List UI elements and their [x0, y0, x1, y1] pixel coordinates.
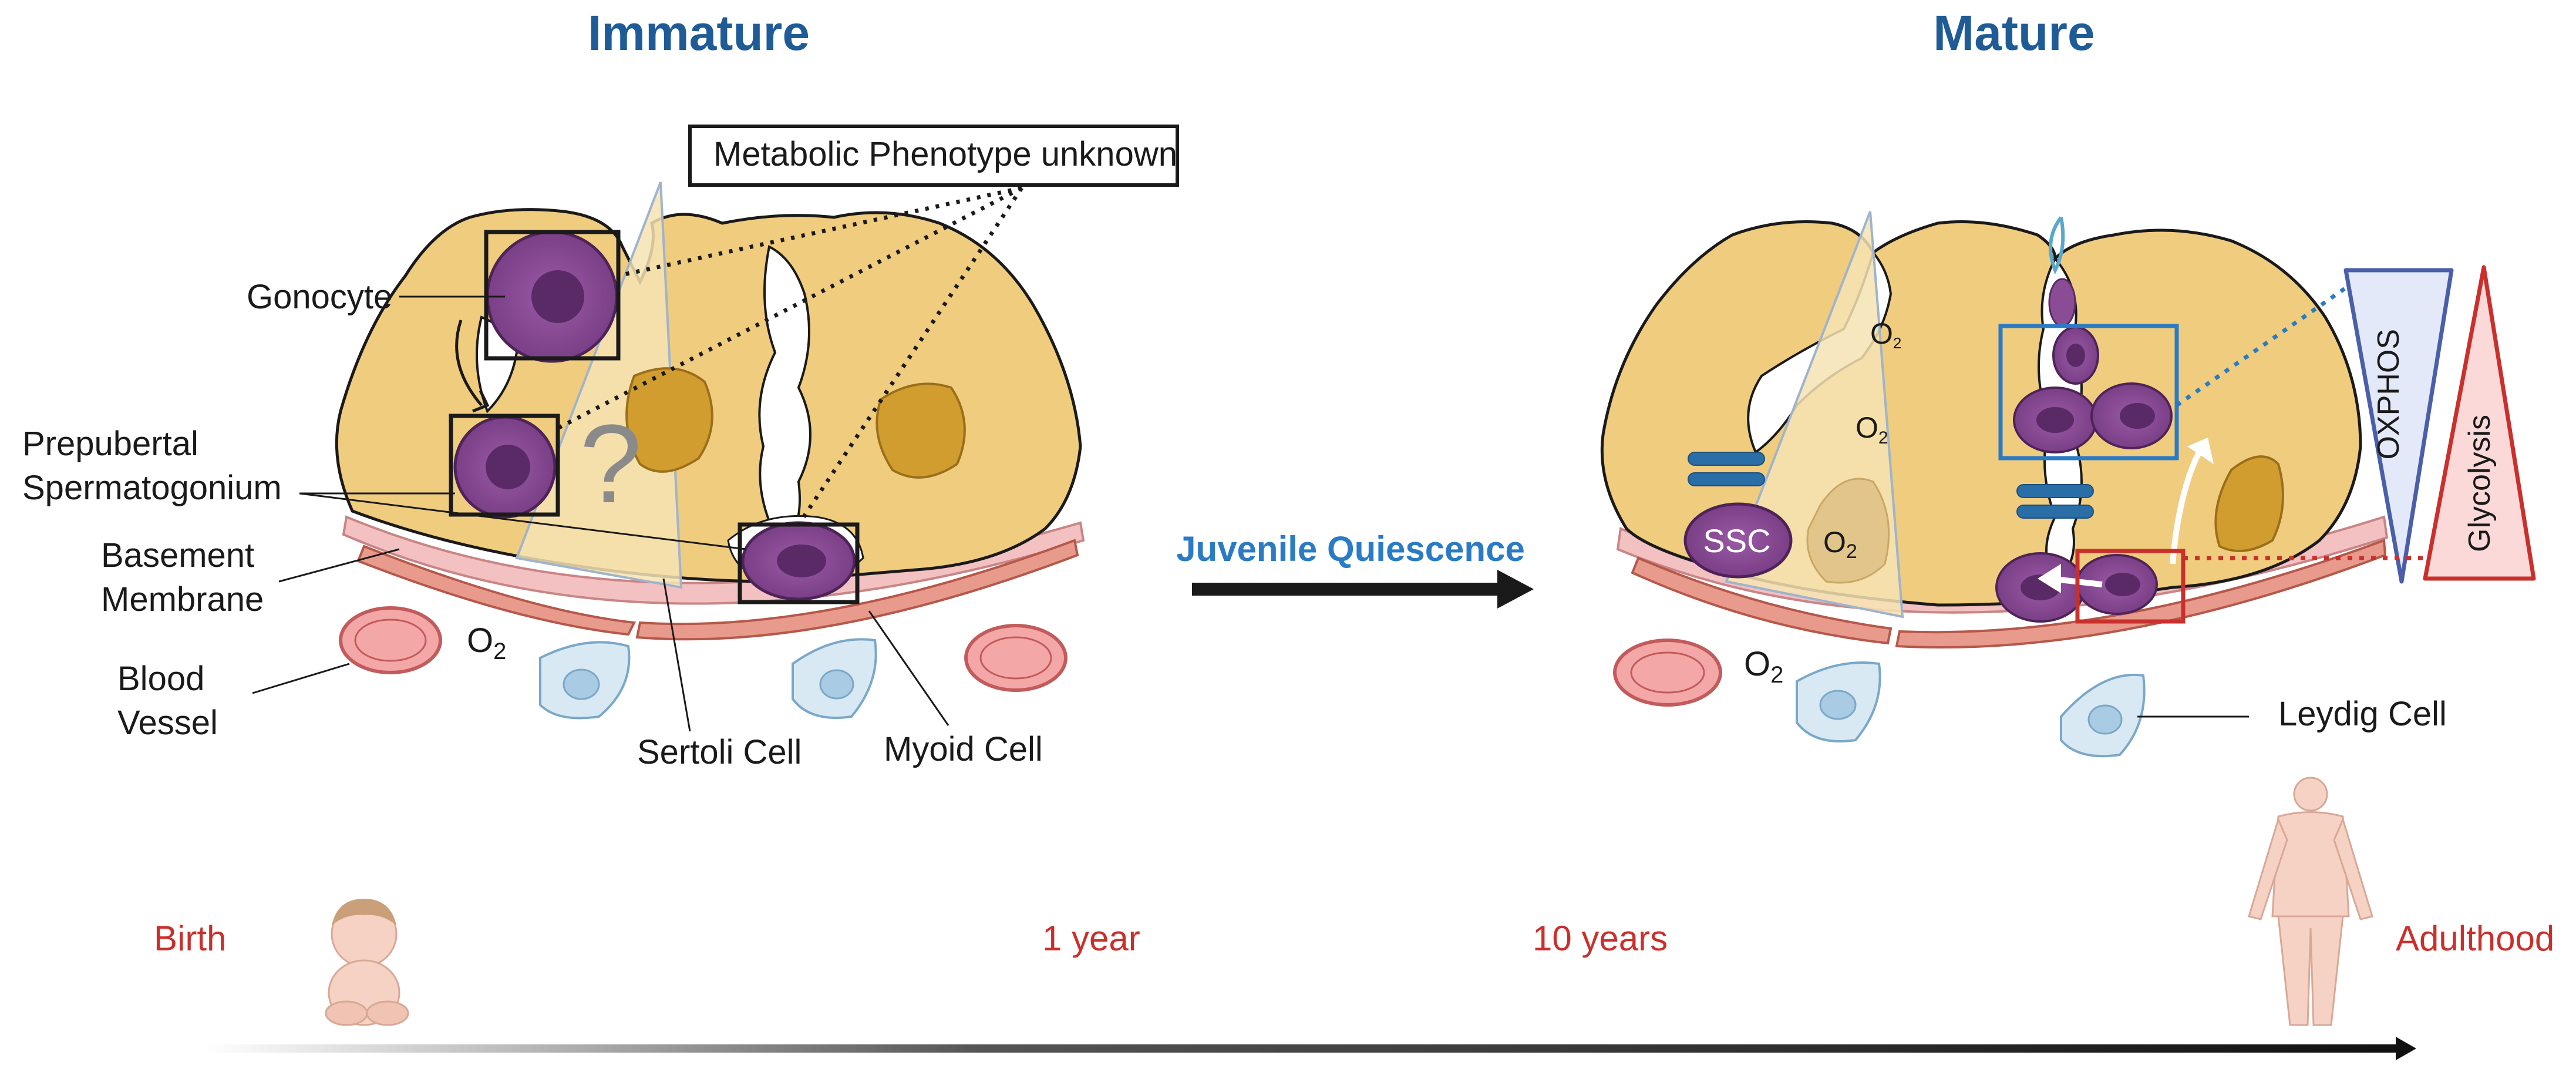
- mature-myoid-left: [1631, 556, 1893, 645]
- sperm-head: [2048, 278, 2076, 327]
- migration-arrow: [455, 320, 483, 406]
- division-arrowhead: [2038, 564, 2061, 593]
- myoid-layer-right: [635, 539, 1079, 641]
- label-basement-1: Basement: [101, 536, 254, 574]
- spermatogonium-mature-nucleus-2: [2105, 573, 2140, 596]
- title-mature: Mature: [1933, 5, 2095, 61]
- differentiation-arrowhead: [2187, 438, 2214, 464]
- oxygen-label-wedge-2: O2: [1823, 526, 1857, 563]
- glycolysis-label: Glycolysis: [2463, 415, 2497, 552]
- spermatocyte-nucleus-1: [2036, 407, 2074, 433]
- oxygen-label-immature: O2: [467, 621, 506, 664]
- callout-dotted-lines: [555, 186, 1023, 526]
- spermatogonium-box: [449, 414, 560, 517]
- blood-vessel-right-inner: [979, 636, 1052, 680]
- leader-basement: [278, 548, 400, 583]
- oxygen-label-lumen: O2: [1870, 317, 1901, 352]
- oxphos-triangle: [2343, 268, 2454, 584]
- basement-membrane: [342, 515, 1085, 605]
- ssc-label: SSC: [1703, 522, 1770, 559]
- question-mark: ?: [580, 402, 642, 526]
- differentiation-arrow: [2170, 451, 2202, 564]
- sertoli-nucleus-1: [625, 367, 713, 473]
- gonocyte-box: [484, 230, 621, 361]
- mature-blood-vessel-inner: [1630, 651, 1705, 694]
- ssc-cell: [1683, 502, 1793, 579]
- baby-illustration: [325, 899, 409, 1026]
- mature-leydig-nucleus-1: [1819, 690, 1857, 720]
- sertoli-nucleus-2: [875, 382, 966, 479]
- label-blood-2: Vessel: [117, 704, 218, 742]
- leader-sertoli: [662, 578, 691, 732]
- label-prepubertal-2: Spermatogonium: [22, 469, 282, 507]
- leader-myoid: [868, 610, 949, 726]
- timeline-1-year: 1 year: [1042, 919, 1140, 958]
- blood-vessel-left: [339, 606, 442, 674]
- metabolic-callout-box: [688, 125, 1179, 187]
- metabolic-callout-text: Metabolic Phenotype unknown: [713, 135, 1177, 173]
- mature-tubule: SSC O2 O2 O2: [1600, 211, 2389, 649]
- timeline-birth: Birth: [154, 919, 226, 958]
- juvenile-quiescence-label: Juvenile Quiescence: [1176, 529, 1525, 569]
- label-sertoli: Sertoli Cell: [637, 733, 802, 771]
- myoid-layer-left: [356, 545, 637, 636]
- glycolysis-red-box: [2075, 549, 2186, 624]
- basal-germ-nucleus: [777, 545, 826, 577]
- leader-blood-vessel: [252, 663, 350, 694]
- tight-junctions-left: [1688, 452, 1765, 486]
- tight-junctions-center: [2016, 484, 2094, 519]
- timeline-arrow-shaft: [206, 1044, 2402, 1053]
- mature-blood-vessel: [1613, 639, 1722, 707]
- gonocyte-nucleus: [531, 270, 584, 323]
- leydig-nucleus-1: [563, 668, 600, 700]
- label-myoid: Myoid Cell: [884, 730, 1043, 768]
- blood-vessel-right: [964, 624, 1068, 692]
- glycolysis-triangle: [2423, 265, 2536, 581]
- label-leydig: Leydig Cell: [2278, 695, 2447, 733]
- oxygen-label-mature: O2: [1744, 645, 1783, 688]
- mature-sertoli-nucleus: [1806, 478, 1890, 584]
- oxphos-blue-box: [1998, 324, 2179, 461]
- label-prepubertal-1: Prepubertal: [22, 425, 198, 463]
- leader-spermatogonium-2: [299, 492, 746, 550]
- adult-illustration: [2248, 777, 2373, 1026]
- spermatid-nucleus: [2066, 344, 2085, 367]
- oxygen-label-wedge-1: O2: [1856, 411, 1888, 448]
- leydig-nucleus-2: [819, 669, 854, 700]
- sperm-tail: [2049, 216, 2065, 275]
- oxphos-label: OXPHOS: [2372, 329, 2406, 460]
- spermatogonium-nucleus: [486, 445, 530, 489]
- timeline-10-years: 10 years: [1533, 919, 1668, 958]
- mature-myoid-right: [1895, 539, 2387, 649]
- label-gonocyte: Gonocyte: [247, 278, 392, 316]
- timeline-adulthood: Adulthood: [2396, 919, 2554, 958]
- juvenile-arrow-head: [1497, 570, 1534, 609]
- spermatocyte-nucleus-2: [2120, 403, 2155, 429]
- label-basement-2: Membrane: [101, 580, 264, 619]
- timeline-arrow-head: [2396, 1037, 2416, 1060]
- label-blood-1: Blood: [117, 660, 204, 698]
- migration-arrowhead: [472, 389, 490, 413]
- mature-gold-nucleus: [2214, 455, 2284, 552]
- title-immature: Immature: [588, 5, 810, 61]
- blood-vessel-left-inner: [354, 619, 427, 662]
- immature-tubule: ?: [335, 182, 1085, 641]
- mature-leydig-nucleus-2: [2087, 704, 2123, 735]
